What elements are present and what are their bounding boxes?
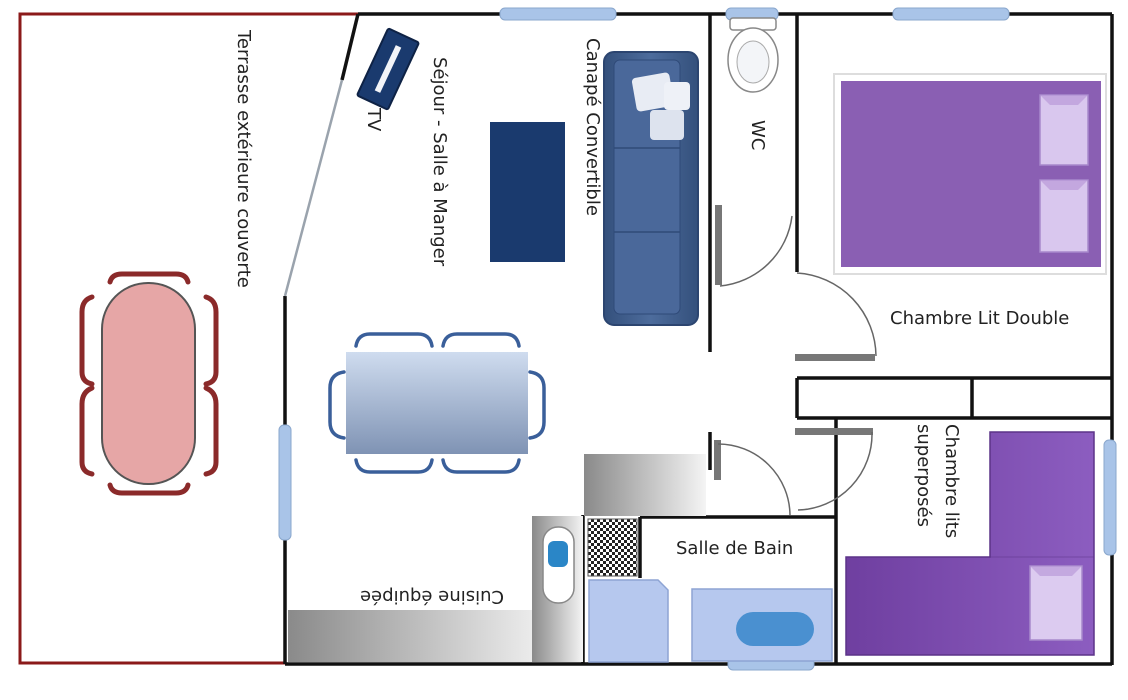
bathroom-fixtures: [588, 579, 833, 663]
label-tv: TV: [363, 108, 384, 132]
label-bathroom: Salle de Bain: [676, 538, 794, 559]
bath-basin: [736, 612, 814, 646]
door-wc-swing: [719, 215, 793, 287]
label-sofa: Canapé Convertible: [582, 38, 603, 216]
coffee-table: [490, 122, 565, 262]
window-double-bedroom: [892, 7, 1010, 21]
sliding-glass-wall: [283, 79, 344, 297]
door-wc-leaf: [715, 205, 722, 285]
door-bath-leaf: [714, 440, 721, 480]
window-living: [499, 7, 617, 21]
door-bedroom-swing: [796, 272, 877, 357]
window-west: [278, 424, 292, 541]
door-bunk-swing: [797, 431, 873, 511]
label-terrace: Terrasse extérieure couverte: [233, 30, 254, 288]
label-double-bedroom: Chambre Lit Double: [890, 308, 1070, 329]
door-bedroom-leaf: [795, 354, 875, 361]
bunk-pillow: [1029, 565, 1083, 641]
dining-table: [346, 352, 528, 454]
sofa-bed: [603, 51, 699, 326]
pillow: [1039, 94, 1089, 253]
label-bunk-bedroom-line2: superposés: [913, 424, 934, 527]
label-kitchen: Cuisine équipée: [360, 586, 505, 607]
terrace-outline: [18, 12, 358, 665]
double-bed: [833, 73, 1107, 275]
bunk-beds: [845, 431, 1095, 656]
dining-set: [328, 332, 546, 474]
terrace-table: [101, 282, 196, 485]
window-bunk-bedroom: [1103, 439, 1117, 556]
terrace-dining-set: [79, 271, 219, 496]
interior-walls: [581, 14, 1112, 664]
label-bunk-bedroom-line1: Chambre lits: [941, 424, 962, 539]
label-wc: WC: [747, 120, 768, 151]
kitchen-counters: [288, 454, 706, 662]
label-living: Séjour - Salle à Manger: [429, 57, 450, 267]
bath-cabinet: [588, 579, 669, 663]
tv: [356, 27, 420, 111]
toilet: [727, 17, 779, 93]
door-bunk-leaf: [795, 428, 873, 435]
door-bath-swing: [717, 443, 791, 516]
doors: [714, 205, 877, 516]
kitchen-hob: [587, 518, 638, 577]
